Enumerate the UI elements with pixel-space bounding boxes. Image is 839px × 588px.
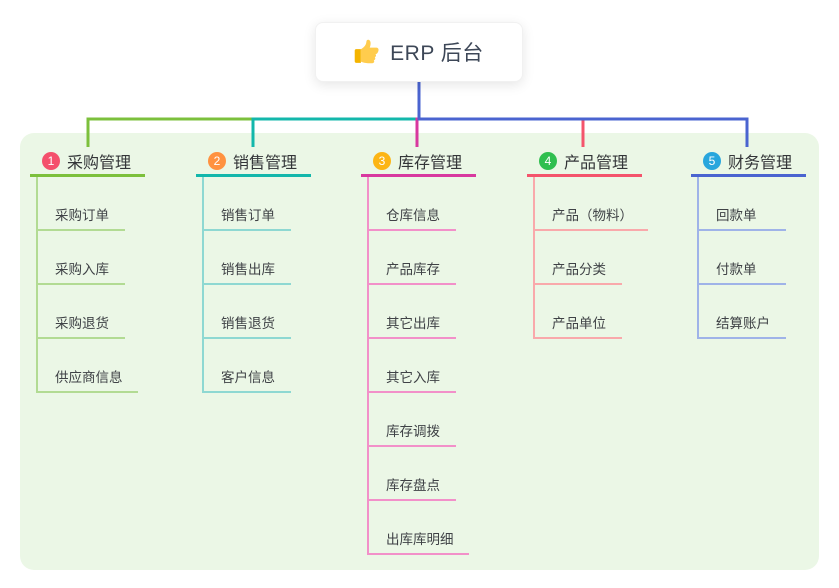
branches-panel bbox=[20, 133, 819, 570]
child-node-label: 产品单位 bbox=[552, 316, 606, 331]
child-node-label: 付款单 bbox=[716, 262, 757, 277]
branch-column: 1 采购管理采购订单采购入库采购退货供应商信息 bbox=[30, 147, 145, 393]
branch-label: 财务管理 bbox=[728, 154, 793, 172]
branch-number-badge: 3 bbox=[373, 151, 391, 170]
child-node[interactable]: 产品单位 bbox=[533, 285, 622, 339]
branch-label: 采购管理 bbox=[67, 154, 132, 172]
child-node-label: 仓库信息 bbox=[386, 208, 440, 223]
child-node[interactable]: 付款单 bbox=[697, 231, 786, 285]
child-node[interactable]: 销售出库 bbox=[202, 231, 291, 285]
child-node-label: 结算账户 bbox=[716, 316, 770, 331]
branch-children: 仓库信息产品库存其它出库其它入库库存调拨库存盘点出库库明细 bbox=[367, 177, 476, 555]
children-trunk-line bbox=[202, 177, 204, 393]
children-trunk-line bbox=[697, 177, 699, 339]
children-trunk-line bbox=[367, 177, 369, 555]
child-node[interactable]: 其它入库 bbox=[367, 339, 456, 393]
root-node[interactable]: ERP 后台 bbox=[315, 22, 523, 82]
child-node-label: 采购退货 bbox=[55, 316, 109, 331]
branch-header[interactable]: 5 财务管理 bbox=[691, 147, 806, 177]
branch-label: 库存管理 bbox=[398, 154, 463, 172]
child-node[interactable]: 客户信息 bbox=[202, 339, 291, 393]
child-node[interactable]: 销售订单 bbox=[202, 177, 291, 231]
child-node[interactable]: 回款单 bbox=[697, 177, 786, 231]
child-node-label: 销售出库 bbox=[221, 262, 275, 277]
branch-column: 4 产品管理产品（物料） 产品分类产品单位 bbox=[527, 147, 648, 339]
child-node[interactable]: 出库库明细 bbox=[367, 501, 469, 555]
children-trunk-line bbox=[36, 177, 38, 393]
child-node[interactable]: 仓库信息 bbox=[367, 177, 456, 231]
branch-label: 产品管理 bbox=[564, 154, 629, 172]
branch-children: 回款单付款单结算账户 bbox=[697, 177, 806, 339]
branch-number-badge: 2 bbox=[208, 151, 226, 170]
branch-number-badge: 1 bbox=[42, 151, 60, 170]
child-node[interactable]: 结算账户 bbox=[697, 285, 786, 339]
branch-children: 产品（物料） 产品分类产品单位 bbox=[533, 177, 648, 339]
branch-header[interactable]: 2 销售管理 bbox=[196, 147, 311, 177]
child-node-label: 采购入库 bbox=[55, 262, 109, 277]
child-node-label: 其它出库 bbox=[386, 316, 440, 331]
child-node-label: 库存调拨 bbox=[386, 424, 440, 439]
branch-header[interactable]: 4 产品管理 bbox=[527, 147, 642, 177]
branch-label: 销售管理 bbox=[233, 154, 298, 172]
child-node-label: 销售退货 bbox=[221, 316, 275, 331]
branch-header[interactable]: 3 库存管理 bbox=[361, 147, 476, 177]
child-node-label: 库存盘点 bbox=[386, 478, 440, 493]
child-node[interactable]: 采购退货 bbox=[36, 285, 125, 339]
children-trunk-line bbox=[533, 177, 535, 339]
child-node-label: 销售订单 bbox=[221, 208, 275, 223]
child-node-label: 产品库存 bbox=[386, 262, 440, 277]
child-node-label: 产品（物料） bbox=[552, 208, 633, 223]
branch-header[interactable]: 1 采购管理 bbox=[30, 147, 145, 177]
thumbs-up-icon bbox=[354, 39, 380, 65]
child-node[interactable]: 库存盘点 bbox=[367, 447, 456, 501]
branch-number-badge: 5 bbox=[703, 151, 721, 170]
child-node-label: 回款单 bbox=[716, 208, 757, 223]
root-title: ERP 后台 bbox=[390, 42, 484, 65]
child-node[interactable]: 其它出库 bbox=[367, 285, 456, 339]
child-node-label: 产品分类 bbox=[552, 262, 606, 277]
branch-children: 采购订单采购入库采购退货供应商信息 bbox=[36, 177, 145, 393]
child-node-label: 出库库明细 bbox=[386, 532, 454, 547]
child-node-label: 供应商信息 bbox=[55, 370, 123, 385]
child-node[interactable]: 产品库存 bbox=[367, 231, 456, 285]
branch-number-badge: 4 bbox=[539, 151, 557, 170]
branch-column: 5 财务管理回款单付款单结算账户 bbox=[691, 147, 806, 339]
branch-column: 2 销售管理销售订单销售出库销售退货客户信息 bbox=[196, 147, 311, 393]
child-node[interactable]: 采购订单 bbox=[36, 177, 125, 231]
child-node[interactable]: 采购入库 bbox=[36, 231, 125, 285]
child-node[interactable]: 产品分类 bbox=[533, 231, 622, 285]
child-node-label: 采购订单 bbox=[55, 208, 109, 223]
child-node-label: 其它入库 bbox=[386, 370, 440, 385]
child-node[interactable]: 产品（物料） bbox=[533, 177, 648, 231]
child-node[interactable]: 库存调拨 bbox=[367, 393, 456, 447]
branch-column: 3 库存管理仓库信息产品库存其它出库其它入库库存调拨库存盘点出库库明细 bbox=[361, 147, 476, 555]
child-node-label: 客户信息 bbox=[221, 370, 275, 385]
child-node[interactable]: 销售退货 bbox=[202, 285, 291, 339]
child-node[interactable]: 供应商信息 bbox=[36, 339, 138, 393]
branch-children: 销售订单销售出库销售退货客户信息 bbox=[202, 177, 311, 393]
